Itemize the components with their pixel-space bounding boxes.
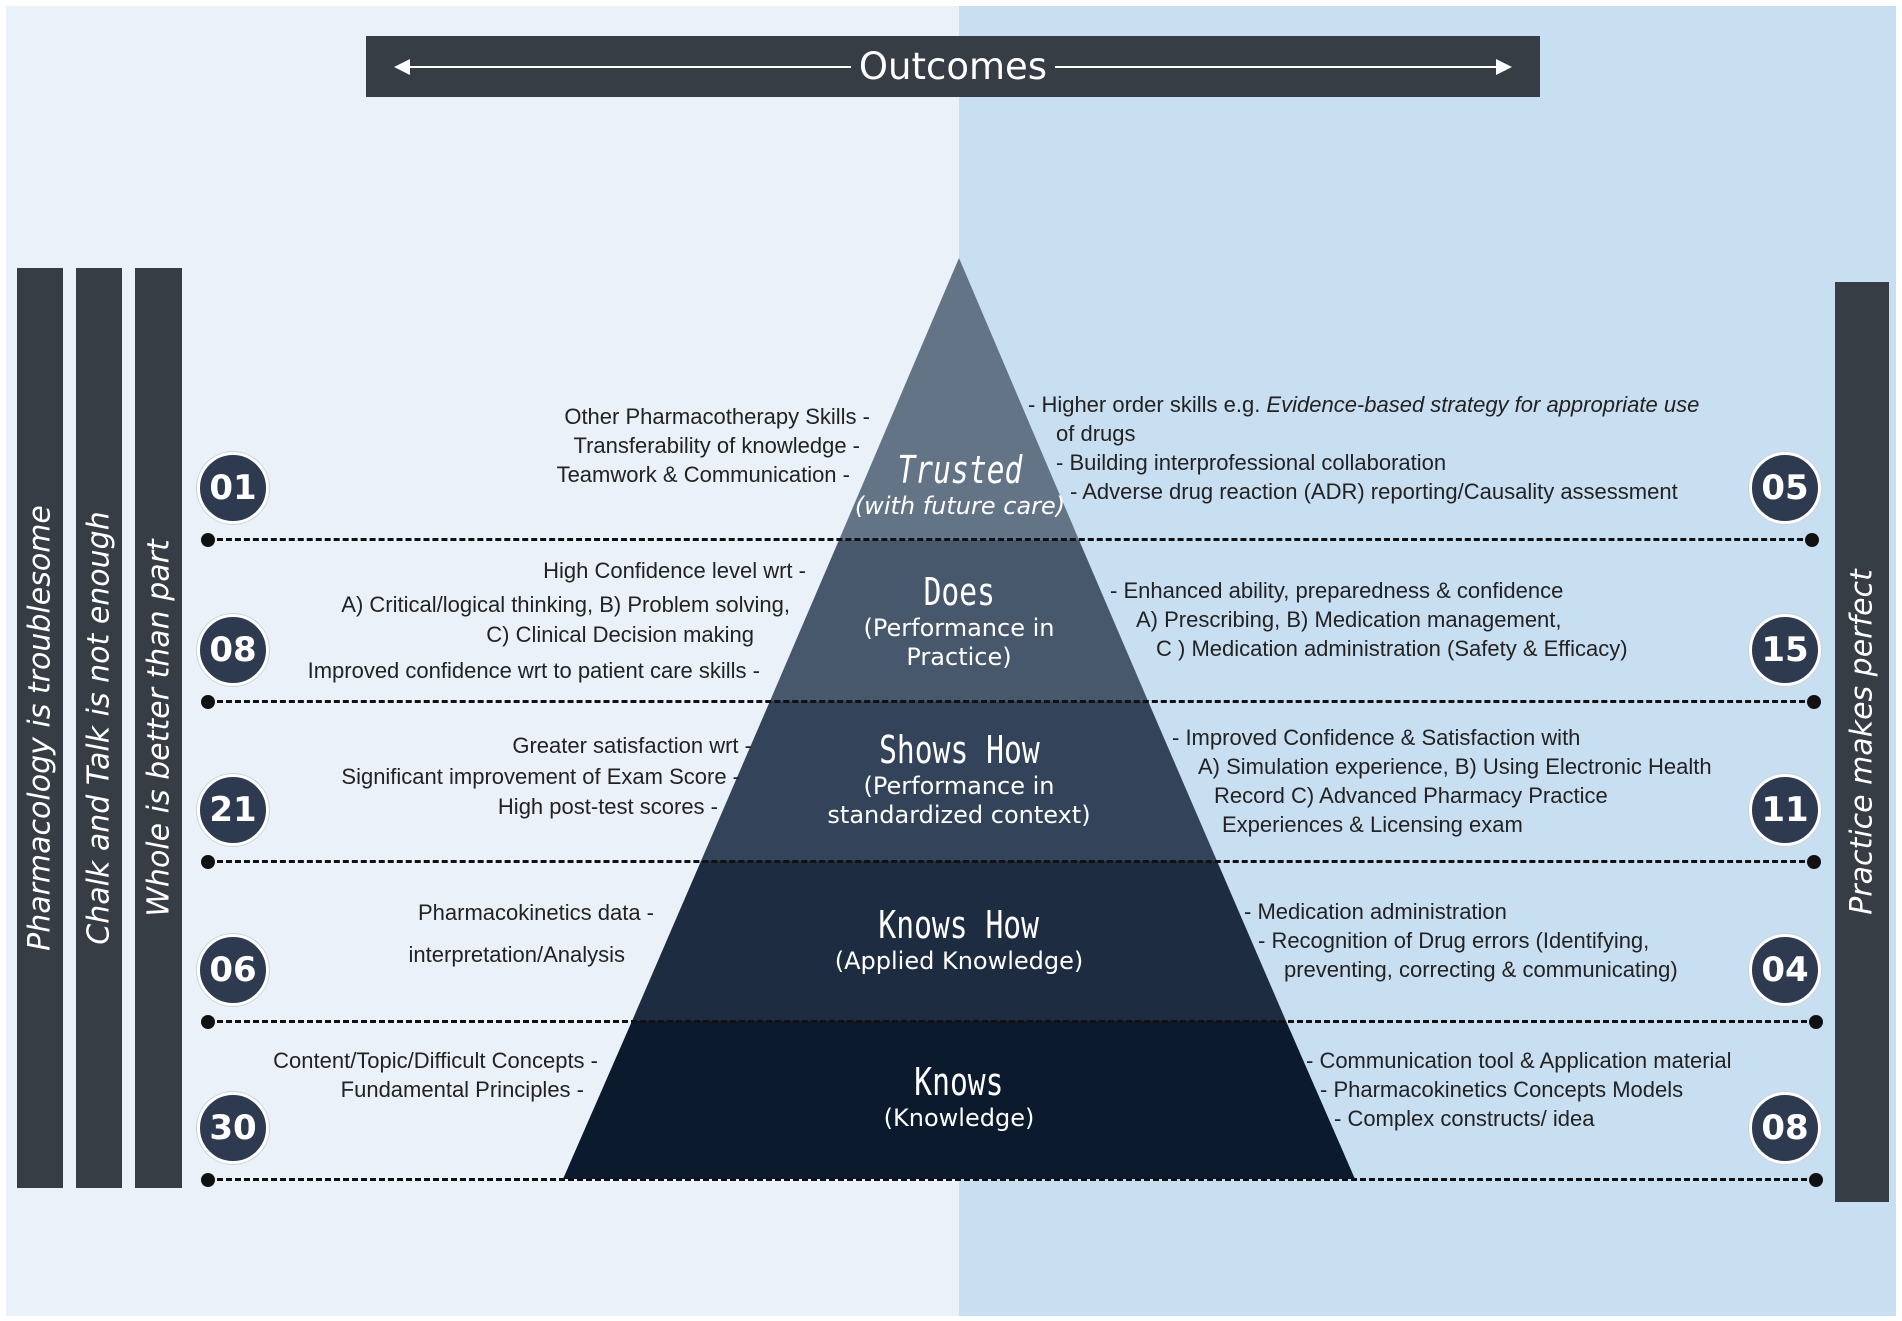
left-text-line: Transferability of knowledge -	[573, 433, 860, 458]
right-text-line: - Building interprofessional collaborati…	[1056, 450, 1447, 475]
right-text-line: - Adverse drug reaction (ADR) reporting/…	[1070, 479, 1678, 504]
left-badge-does: 08	[197, 614, 269, 686]
right-badge-shows-how: 11	[1749, 774, 1821, 846]
separator-dot	[1807, 695, 1821, 709]
right-text-line: - Complex constructs/ idea	[1334, 1106, 1595, 1131]
separator-line	[208, 1178, 1816, 1181]
right-text-segment: - Higher order skills e.g.	[1028, 392, 1267, 417]
right-text-line: Record C) Advanced Pharmacy Practice	[1214, 783, 1608, 808]
separator-dot	[1807, 855, 1821, 869]
right-text-line: - Communication tool & Application mater…	[1306, 1048, 1732, 1073]
right-text-line: C ) Medication administration (Safety & …	[1156, 636, 1628, 661]
left-bar-troublesome: Pharmacology is troublesome	[17, 268, 63, 1188]
level-title: Trusted	[897, 448, 1023, 492]
left-text-line: Content/Topic/Difficult Concepts -	[273, 1048, 598, 1073]
left-text-line: C) Clinical Decision making	[486, 622, 754, 647]
separator-line	[208, 538, 1812, 541]
tier-shows-how	[701, 701, 1217, 861]
left-text-line: Teamwork & Communication -	[556, 462, 850, 487]
right-text-line: - Recognition of Drug errors (Identifyin…	[1258, 928, 1650, 953]
tier-does	[770, 540, 1148, 701]
level-subtitle: (Performance in	[863, 772, 1055, 800]
left-text-line: Greater satisfaction wrt -	[512, 733, 752, 758]
separator-dot	[201, 1173, 215, 1187]
left-text-line: interpretation/Analysis	[408, 942, 625, 967]
separator-dot	[201, 1015, 215, 1029]
right-badge-trusted: 05	[1749, 452, 1821, 524]
separator-dot	[201, 695, 215, 709]
level-subtitle: Practice)	[906, 643, 1012, 671]
separator-dot	[1805, 533, 1819, 547]
separator-dot	[201, 855, 215, 869]
level-title: Knows How	[878, 903, 1040, 947]
level-does: Does (Performance in Practice)	[864, 570, 1055, 672]
right-badge-knows-how: 04	[1749, 934, 1821, 1006]
separator-line	[208, 860, 1814, 863]
right-text-line: preventing, correcting & communicating)	[1284, 957, 1678, 982]
left-badge-shows-how: 21	[197, 774, 269, 846]
outcomes-title: Outcomes	[850, 45, 1056, 88]
level-knows: Knows (Knowledge)	[884, 1060, 1035, 1133]
level-subtitle: standardized context)	[827, 801, 1091, 829]
separator-dot	[1809, 1015, 1823, 1029]
left-badge-trusted: 01	[197, 452, 269, 524]
arrow-left-icon	[394, 59, 410, 75]
left-text-line: High Confidence level wrt -	[543, 558, 806, 583]
left-text-line: High post-test scores -	[497, 794, 718, 819]
left-badge-knows-how: 06	[197, 934, 269, 1006]
right-text-line: A) Prescribing, B) Medication management…	[1136, 607, 1562, 632]
right-text-line: - Enhanced ability, preparedness & confi…	[1110, 578, 1564, 603]
right-text-line: - Medication administration	[1244, 899, 1507, 924]
arrow-right-icon	[1496, 59, 1512, 75]
left-badge-knows: 30	[197, 1092, 269, 1164]
left-text-line: Significant improvement of Exam Score -	[341, 764, 740, 789]
outcomes-banner: Outcomes	[366, 36, 1540, 97]
tier-trusted	[839, 258, 1079, 540]
left-text-line: Pharmacokinetics data -	[418, 900, 654, 925]
left-text-line: Fundamental Principles -	[340, 1077, 584, 1102]
tier-knows-how	[632, 861, 1286, 1021]
right-badge-does: 15	[1749, 614, 1821, 686]
left-text-line: Other Pharmacotherapy Skills -	[564, 404, 870, 429]
right-text-line: A) Simulation experience, B) Using Elect…	[1198, 754, 1712, 779]
separator-dot	[1809, 1173, 1823, 1187]
right-text-line: of drugs	[1056, 421, 1136, 446]
level-title: Shows How	[878, 728, 1040, 772]
left-text-line: Improved confidence wrt to patient care …	[307, 658, 760, 683]
left-text-line: A) Critical/logical thinking, B) Problem…	[341, 592, 790, 617]
left-bar-chalk-talk: Chalk and Talk is not enough	[76, 268, 122, 1188]
right-text-line: Experiences & Licensing exam	[1222, 812, 1523, 837]
level-shows-how: Shows How (Performance in standardized c…	[827, 728, 1090, 830]
level-title: Knows	[914, 1060, 1004, 1104]
level-knows-how: Knows How (Applied Knowledge)	[835, 903, 1084, 976]
left-bar-whole-part: Whole is better than part	[135, 268, 182, 1188]
right-text-line: - Improved Confidence & Satisfaction wit…	[1172, 725, 1581, 750]
right-text-line: - Higher order skills e.g. Evidence-base…	[1028, 390, 1699, 419]
right-text-segment: Evidence-based strategy for appropriate …	[1266, 392, 1700, 417]
right-badge-knows: 08	[1749, 1092, 1821, 1164]
tier-knows	[563, 1021, 1355, 1179]
separator-dot	[201, 533, 215, 547]
level-title: Does	[923, 570, 995, 614]
level-subtitle: (Performance in	[863, 614, 1055, 642]
level-subtitle: (Knowledge)	[883, 1104, 1035, 1132]
separator-line	[208, 1020, 1816, 1023]
right-text-line: - Pharmacokinetics Concepts Models	[1320, 1077, 1684, 1102]
right-bar-practice: Practice makes perfect	[1835, 282, 1889, 1202]
separator-line	[208, 700, 1814, 703]
level-trusted: Trusted (with future care)	[855, 448, 1065, 521]
level-subtitle: (Applied Knowledge)	[834, 947, 1084, 975]
level-subtitle: (with future care)	[854, 492, 1066, 520]
